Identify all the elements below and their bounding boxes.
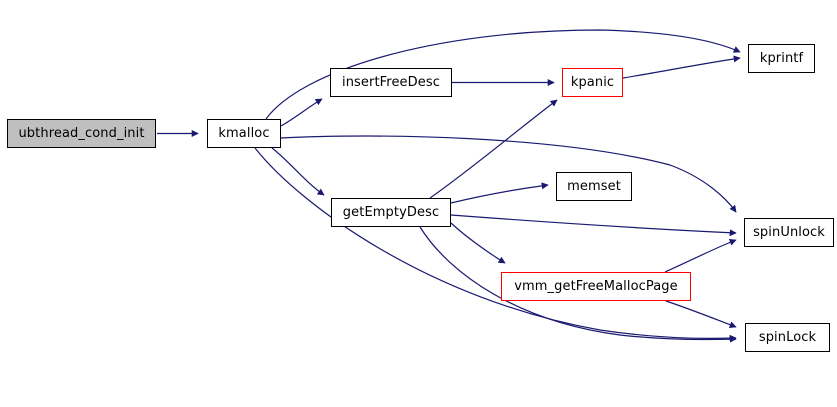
graph-node-ubthread_cond_init[interactable]: ubthread_cond_init xyxy=(7,119,156,148)
graph-edge-getEmptyDesc-to-kpanic xyxy=(429,99,558,199)
graph-node-label: spinUnlock xyxy=(753,225,825,240)
graph-edge-kmalloc-to-insertFreeDesc xyxy=(280,98,323,127)
graph-edge-getEmptyDesc-to-spinUnlock xyxy=(450,214,737,237)
graph-edge-vmm_getFreeMallocPage-to-spinLock xyxy=(665,300,737,329)
graph-edge-kmalloc-to-kprintf xyxy=(265,29,741,120)
graph-edge-kpanic-to-kprintf xyxy=(622,55,741,79)
graph-node-kmalloc[interactable]: kmalloc xyxy=(207,119,281,148)
graph-node-getEmptyDesc[interactable]: getEmptyDesc xyxy=(331,198,451,227)
graph-edge-getEmptyDesc-to-vmm_getFreeMallocPage xyxy=(450,222,506,264)
graph-node-label: spinLock xyxy=(758,330,817,345)
graph-node-insertFreeDesc[interactable]: insertFreeDesc xyxy=(330,68,452,97)
graph-node-label: ubthread_cond_init xyxy=(18,126,145,141)
graph-node-label: insertFreeDesc xyxy=(342,75,440,90)
graph-node-label: memset xyxy=(567,179,621,194)
graph-node-label: kprintf xyxy=(759,51,804,66)
graph-node-label: kpanic xyxy=(570,75,615,90)
graph-node-label: getEmptyDesc xyxy=(342,205,440,220)
graph-node-spinUnlock[interactable]: spinUnlock xyxy=(744,218,834,247)
graph-node-kprintf[interactable]: kprintf xyxy=(748,44,815,73)
graph-edge-getEmptyDesc-to-memset xyxy=(450,182,549,204)
graph-node-vmm_getFreeMallocPage[interactable]: vmm_getFreeMallocPage xyxy=(501,272,691,301)
graph-edge-vmm_getFreeMallocPage-to-spinUnlock xyxy=(664,238,737,273)
graph-edge-kmalloc-to-getEmptyDesc xyxy=(271,147,325,196)
graph-edge-kmalloc-to-spinLock xyxy=(254,147,737,342)
graph-edge-kmalloc-to-spinUnlock xyxy=(280,135,737,213)
graph-node-memset[interactable]: memset xyxy=(556,172,632,201)
graph-node-label: kmalloc xyxy=(218,126,270,141)
graph-node-kpanic[interactable]: kpanic xyxy=(562,68,623,97)
graph-node-spinLock[interactable]: spinLock xyxy=(745,323,830,352)
graph-node-label: vmm_getFreeMallocPage xyxy=(514,279,678,294)
graph-edge-getEmptyDesc-to-spinLock xyxy=(419,226,737,343)
